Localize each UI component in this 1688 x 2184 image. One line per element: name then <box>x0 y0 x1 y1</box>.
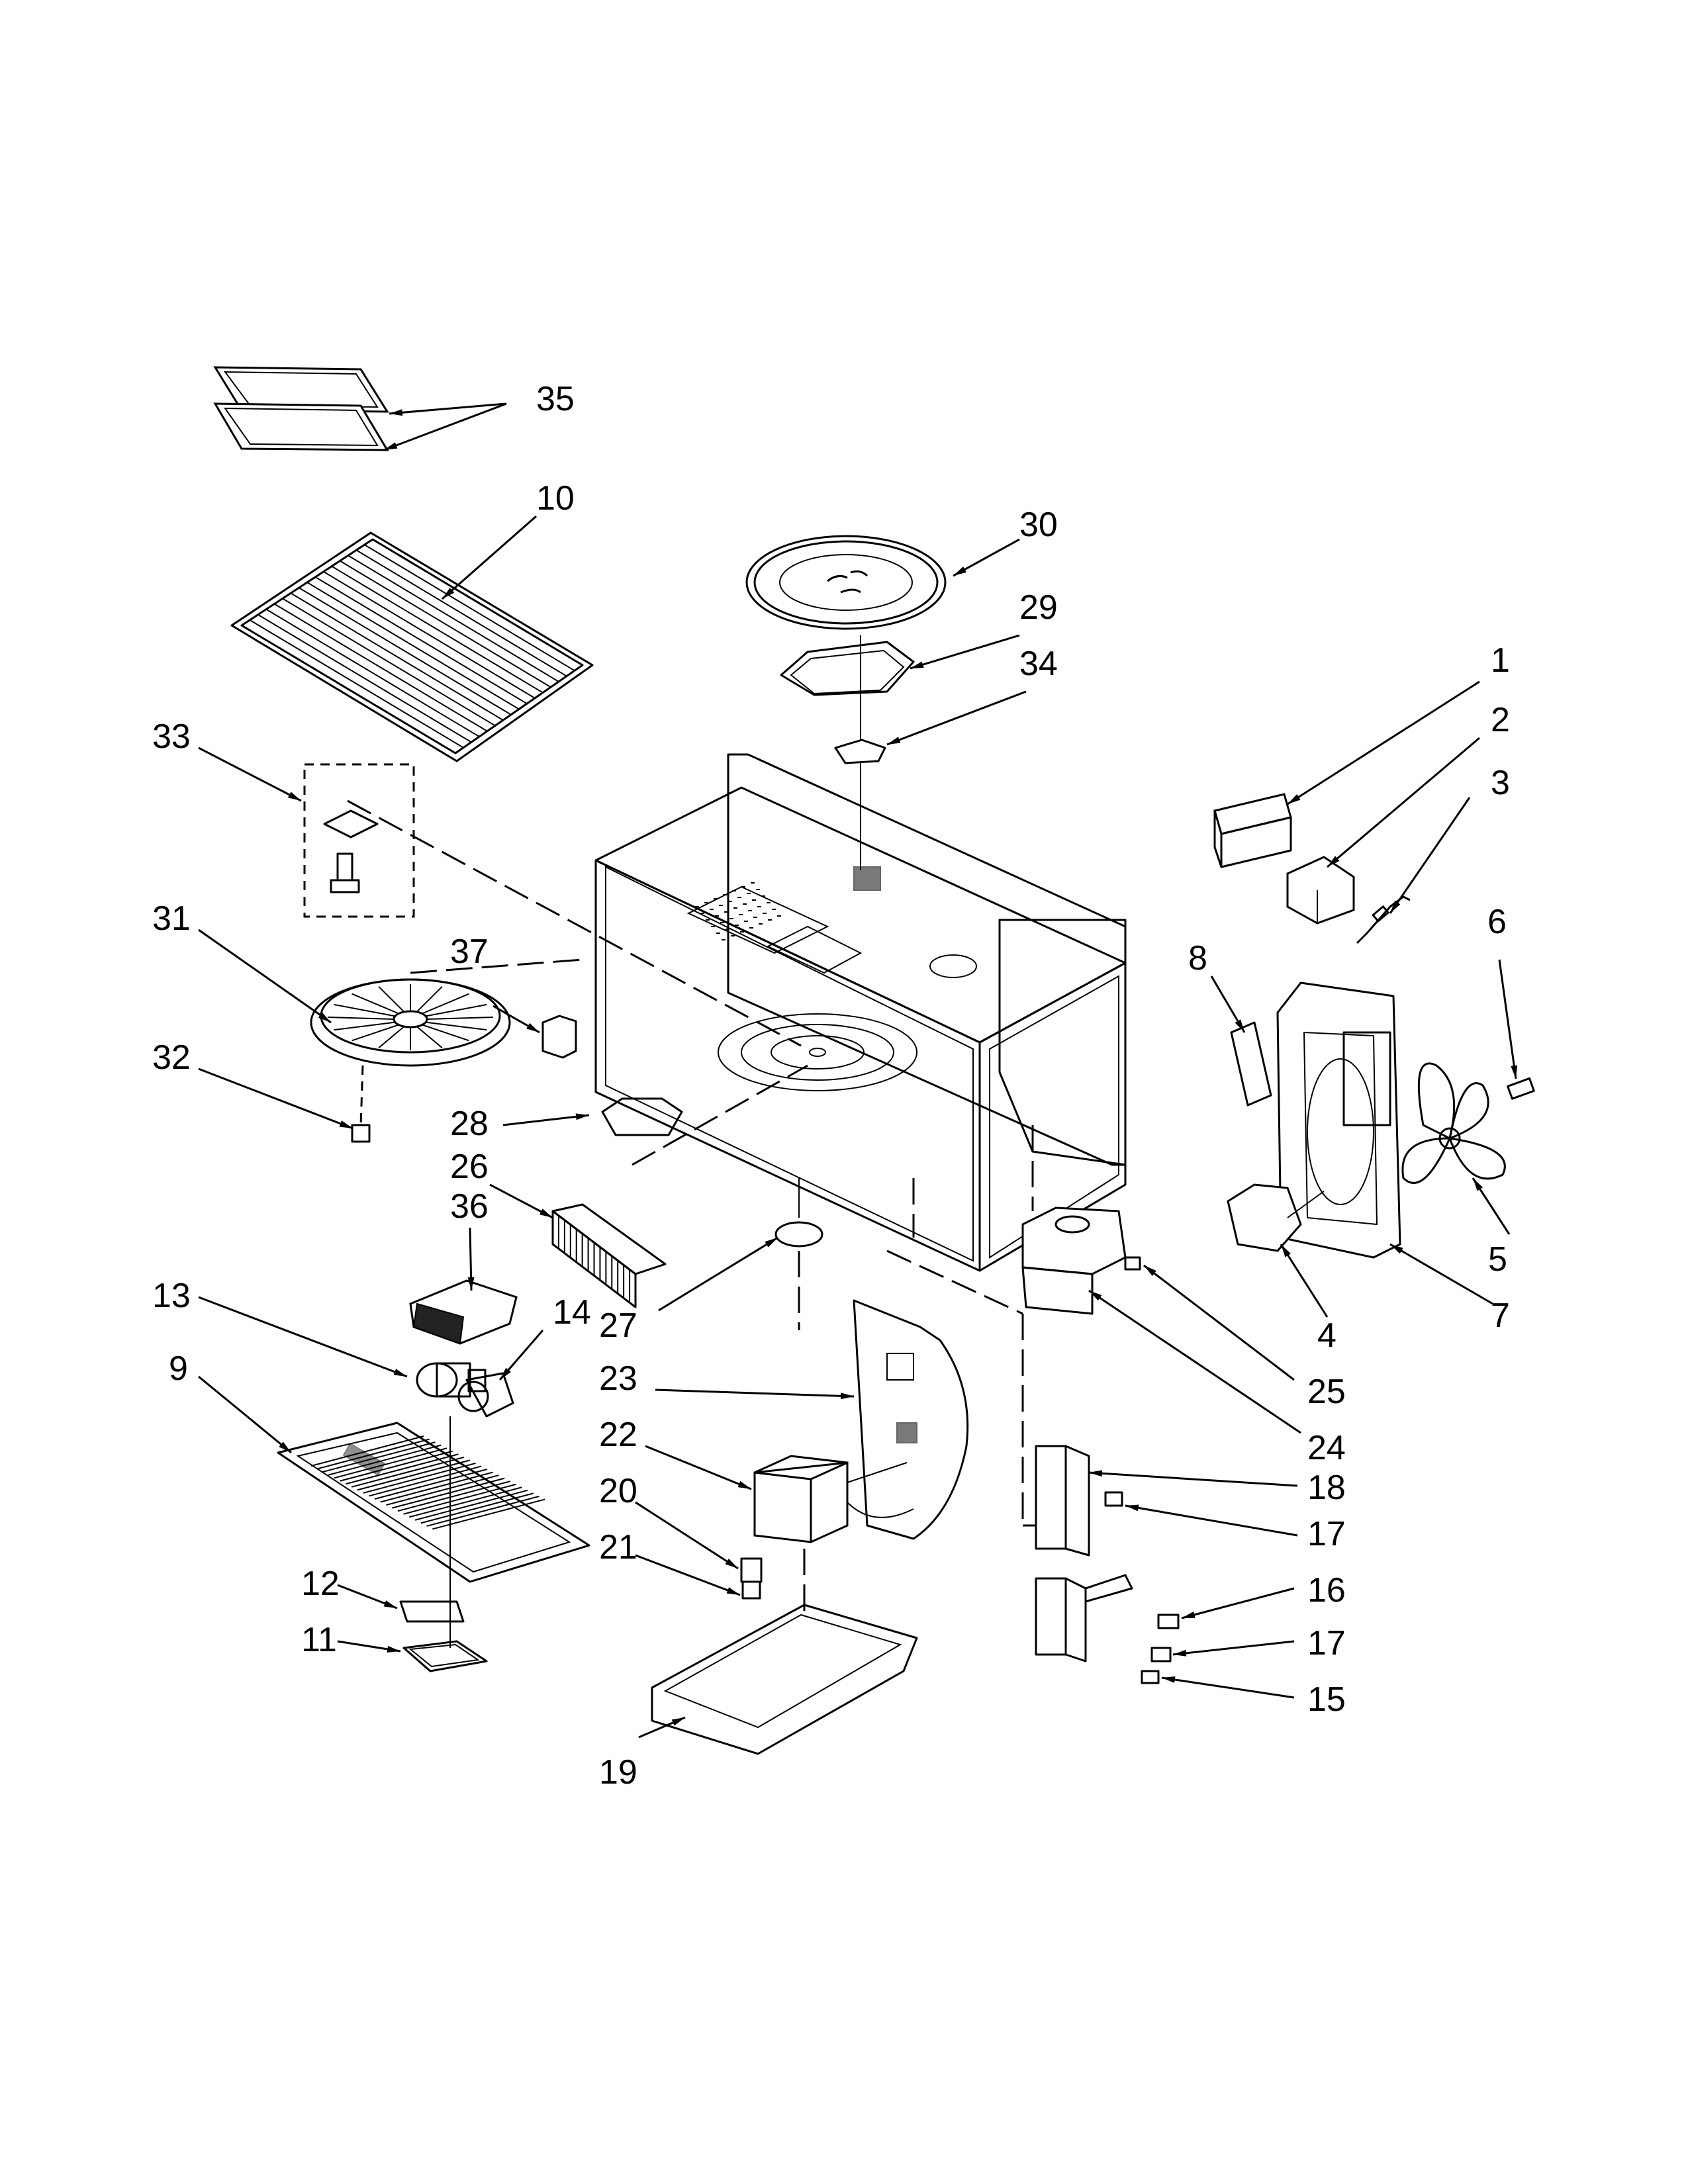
part-23-side-shield <box>853 1299 969 1540</box>
callout-30: 30 <box>1019 506 1058 544</box>
main-cavity <box>594 753 1127 1272</box>
part-24-magnetron <box>1021 1206 1127 1315</box>
part-36-vent-duct <box>409 1279 518 1345</box>
part-33-stirrer-bracket <box>303 763 415 918</box>
callout-26: 26 <box>450 1148 489 1186</box>
callout-17a: 17 <box>1307 1515 1346 1553</box>
callout-6: 6 <box>1487 903 1507 941</box>
part-4-fan-motor <box>1227 1183 1325 1252</box>
part-12-lens <box>399 1600 465 1623</box>
part-31-stirrer-fan <box>310 978 511 1067</box>
callout-36: 36 <box>450 1187 489 1226</box>
callout-17b: 17 <box>1307 1624 1346 1662</box>
callout-labels: 1 2 3 4 5 6 7 8 9 10 11 12 13 14 15 16 1… <box>152 380 1510 1792</box>
part-26-grille <box>551 1203 667 1308</box>
part-11-lamp-cover <box>402 1640 488 1672</box>
part-1-fuse-holder <box>1213 793 1292 868</box>
part-8-control-board <box>1230 1021 1272 1107</box>
callout-34: 34 <box>1019 645 1058 683</box>
part-28-coupler-cover <box>601 1097 683 1136</box>
door-interlock-assembly <box>1035 1445 1180 1684</box>
callout-2: 2 <box>1491 701 1510 739</box>
callout-1: 1 <box>1491 641 1510 680</box>
callout-27: 27 <box>599 1306 637 1345</box>
callout-7: 7 <box>1491 1297 1510 1335</box>
callout-31: 31 <box>152 899 191 938</box>
callout-8: 8 <box>1188 939 1207 978</box>
part-19-base-plate <box>651 1604 918 1755</box>
callout-29: 29 <box>1019 588 1058 627</box>
callout-35: 35 <box>536 380 575 418</box>
part-35-charcoal-filters <box>213 366 389 451</box>
callout-21: 21 <box>599 1528 637 1567</box>
callout-12: 12 <box>301 1565 340 1603</box>
callout-4: 4 <box>1317 1316 1336 1355</box>
callout-25: 25 <box>1307 1373 1346 1411</box>
part-20-21-fuse-parts <box>740 1557 763 1600</box>
callout-11: 11 <box>301 1621 337 1659</box>
part-25-thermostat <box>1124 1256 1141 1271</box>
callout-18: 18 <box>1307 1469 1346 1507</box>
assembly-lines <box>347 799 1036 1615</box>
callout-28: 28 <box>450 1105 489 1143</box>
callout-24: 24 <box>1307 1429 1346 1467</box>
callout-5: 5 <box>1488 1240 1507 1279</box>
part-13-lamp <box>416 1362 487 1398</box>
part-27-turntable-motor <box>774 1178 823 1248</box>
part-22-transformer <box>753 1455 914 1543</box>
part-34-coupler <box>834 739 886 764</box>
part-29-roller-ring <box>780 641 915 696</box>
callout-20: 20 <box>599 1472 637 1510</box>
callout-37: 37 <box>450 933 489 971</box>
part-6-fan-nut <box>1507 1077 1535 1100</box>
part-5-fan-blade <box>1401 1062 1506 1184</box>
part-14-lamp-socket <box>457 1372 514 1418</box>
part-9-bottom-panel <box>277 1422 590 1583</box>
part-2-capacitor <box>1286 856 1355 925</box>
part-30-glass-tray <box>745 535 947 630</box>
callout-14: 14 <box>553 1293 591 1332</box>
part-3-diode <box>1356 895 1411 944</box>
callout-9: 9 <box>169 1349 188 1388</box>
callout-32: 32 <box>152 1038 191 1077</box>
callout-22: 22 <box>599 1416 637 1454</box>
callout-15: 15 <box>1307 1680 1346 1719</box>
callout-23: 23 <box>599 1359 637 1398</box>
callout-10: 10 <box>536 479 575 518</box>
leader-arrows <box>198 402 1518 1739</box>
part-10-oven-rack <box>230 531 594 762</box>
part-32-screw <box>351 1065 371 1143</box>
callout-16: 16 <box>1307 1571 1346 1610</box>
callout-3: 3 <box>1491 764 1510 802</box>
callout-33: 33 <box>152 717 191 756</box>
callout-13: 13 <box>152 1277 191 1315</box>
callout-19: 19 <box>599 1753 637 1792</box>
part-37-clip <box>541 1015 577 1059</box>
